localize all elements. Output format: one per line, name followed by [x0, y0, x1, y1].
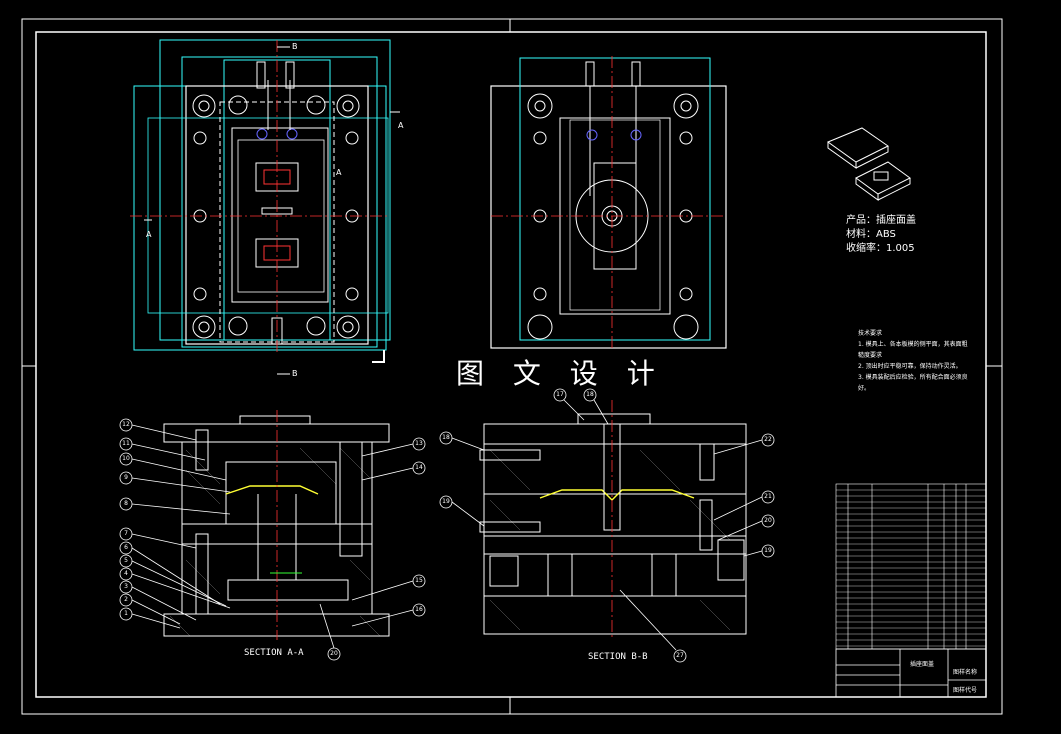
- balloon-number: 8: [124, 500, 128, 507]
- cut-a-right: A: [398, 121, 404, 130]
- balloon-number: 20: [330, 650, 338, 657]
- balloon-number: 7: [124, 530, 128, 537]
- balloons-section-a: [119, 418, 426, 661]
- balloon-number: 13: [415, 440, 423, 447]
- cut-b-bottom: B: [292, 369, 298, 378]
- balloon-number: 19: [764, 547, 772, 554]
- plan-view-left: [130, 39, 400, 375]
- balloon-number: 17: [556, 391, 564, 398]
- balloon-number: 18: [442, 434, 450, 441]
- balloon-number: 9: [124, 474, 128, 481]
- product-shrinkage: 收缩率：1.005: [846, 243, 915, 254]
- section-b-label: SECTION B-B: [588, 652, 648, 662]
- cut-a-left: A: [146, 230, 152, 239]
- notes-line: 1. 模具上、各本板模的侧平面，其表面粗糙度要求: [858, 341, 968, 359]
- bill-of-materials: [835, 483, 987, 650]
- inner-border: [35, 31, 987, 698]
- balloon-number: 12: [122, 421, 130, 428]
- balloons-section-b: [439, 388, 775, 663]
- balloon-number: 27: [676, 652, 684, 659]
- balloon-number: 15: [415, 577, 423, 584]
- balloon-number: 3: [124, 583, 128, 590]
- plan-view-right: [490, 56, 727, 349]
- balloon-number: 19: [442, 498, 450, 505]
- balloon-number: 4: [124, 570, 128, 577]
- section-b-view: [479, 400, 747, 640]
- balloon-number: 2: [124, 596, 128, 603]
- title-company: 图样名称: [953, 669, 978, 676]
- balloon-number: 18: [586, 391, 594, 398]
- title-part-name: 插座面盖: [910, 661, 935, 668]
- balloon-number: 5: [124, 557, 128, 564]
- product-material: 材料：ABS: [846, 229, 896, 240]
- product-name: 产品：插座面盖: [846, 215, 916, 226]
- balloon-number: 21: [764, 493, 772, 500]
- product-info: 产品：插座面盖 材料：ABS 收缩率：1.005: [846, 214, 916, 256]
- balloon-number: 22: [764, 436, 772, 443]
- notes-line: 3. 模具装配后应检验，所有配合面必须良好。: [858, 374, 968, 392]
- balloon-number: 10: [122, 455, 130, 462]
- balloon-number: 6: [124, 544, 128, 551]
- balloon-number: 11: [122, 440, 130, 447]
- cut-b-top: B: [292, 42, 298, 51]
- cut-a-mid: A: [336, 168, 342, 177]
- title-block: [835, 648, 987, 698]
- watermark-text: 图 文 设 计: [456, 357, 665, 390]
- title-drawing-no: 图样代号: [953, 687, 978, 694]
- technical-notes: 技术要求 1. 模具上、各本板模的侧平面，其表面粗糙度要求 2. 顶出时应平稳可…: [858, 328, 973, 394]
- part-isometric: [826, 127, 911, 201]
- balloon-number: 16: [415, 606, 423, 613]
- section-a-view: [163, 410, 390, 640]
- section-a-label: SECTION A-A: [244, 648, 304, 658]
- balloon-number: 20: [764, 517, 772, 524]
- balloon-number: 1: [124, 610, 128, 617]
- notes-title: 技术要求: [858, 330, 883, 337]
- bom-row-lines: [836, 489, 986, 647]
- balloon-number: 14: [415, 464, 423, 471]
- notes-line: 2. 顶出时应平稳可靠，保持动作灵活。: [858, 363, 962, 370]
